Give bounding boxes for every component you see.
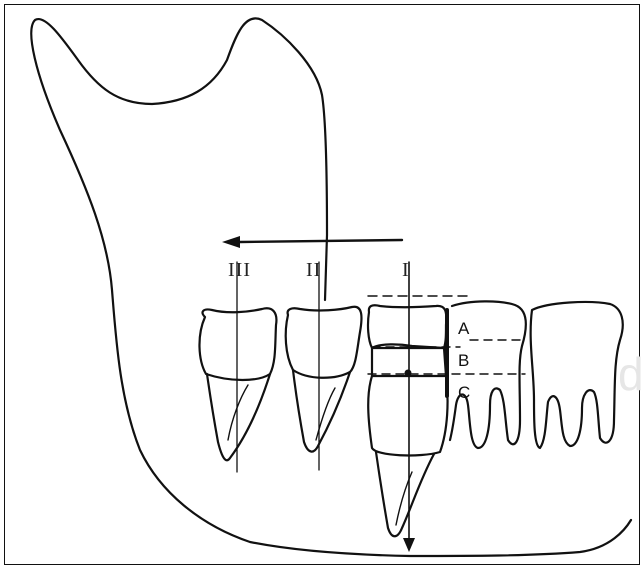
position-label-iii: III [228,259,251,281]
watermark: d [618,348,644,400]
position-label-ii: II [306,259,321,281]
tooth-iii-root [207,374,270,460]
axis-i-center-dot [405,370,412,377]
position-label-i: I [402,259,410,281]
tooth-iii-crown [199,308,276,380]
tooth-ii-crown [286,307,362,378]
tooth-ii-root [293,370,350,452]
direction-arrow-shaft [240,240,402,242]
tooth-i-upper-crown [368,305,446,348]
left-arrow-icon [222,236,240,248]
label-c: C [458,383,470,402]
label-a: A [458,319,470,338]
mandible-outline [31,18,631,556]
molar-2 [531,302,623,448]
label-b: B [458,351,469,370]
down-arrow-icon [403,538,415,552]
tooth-i-root [376,452,434,536]
tooth-i-lower-crown [368,376,447,455]
